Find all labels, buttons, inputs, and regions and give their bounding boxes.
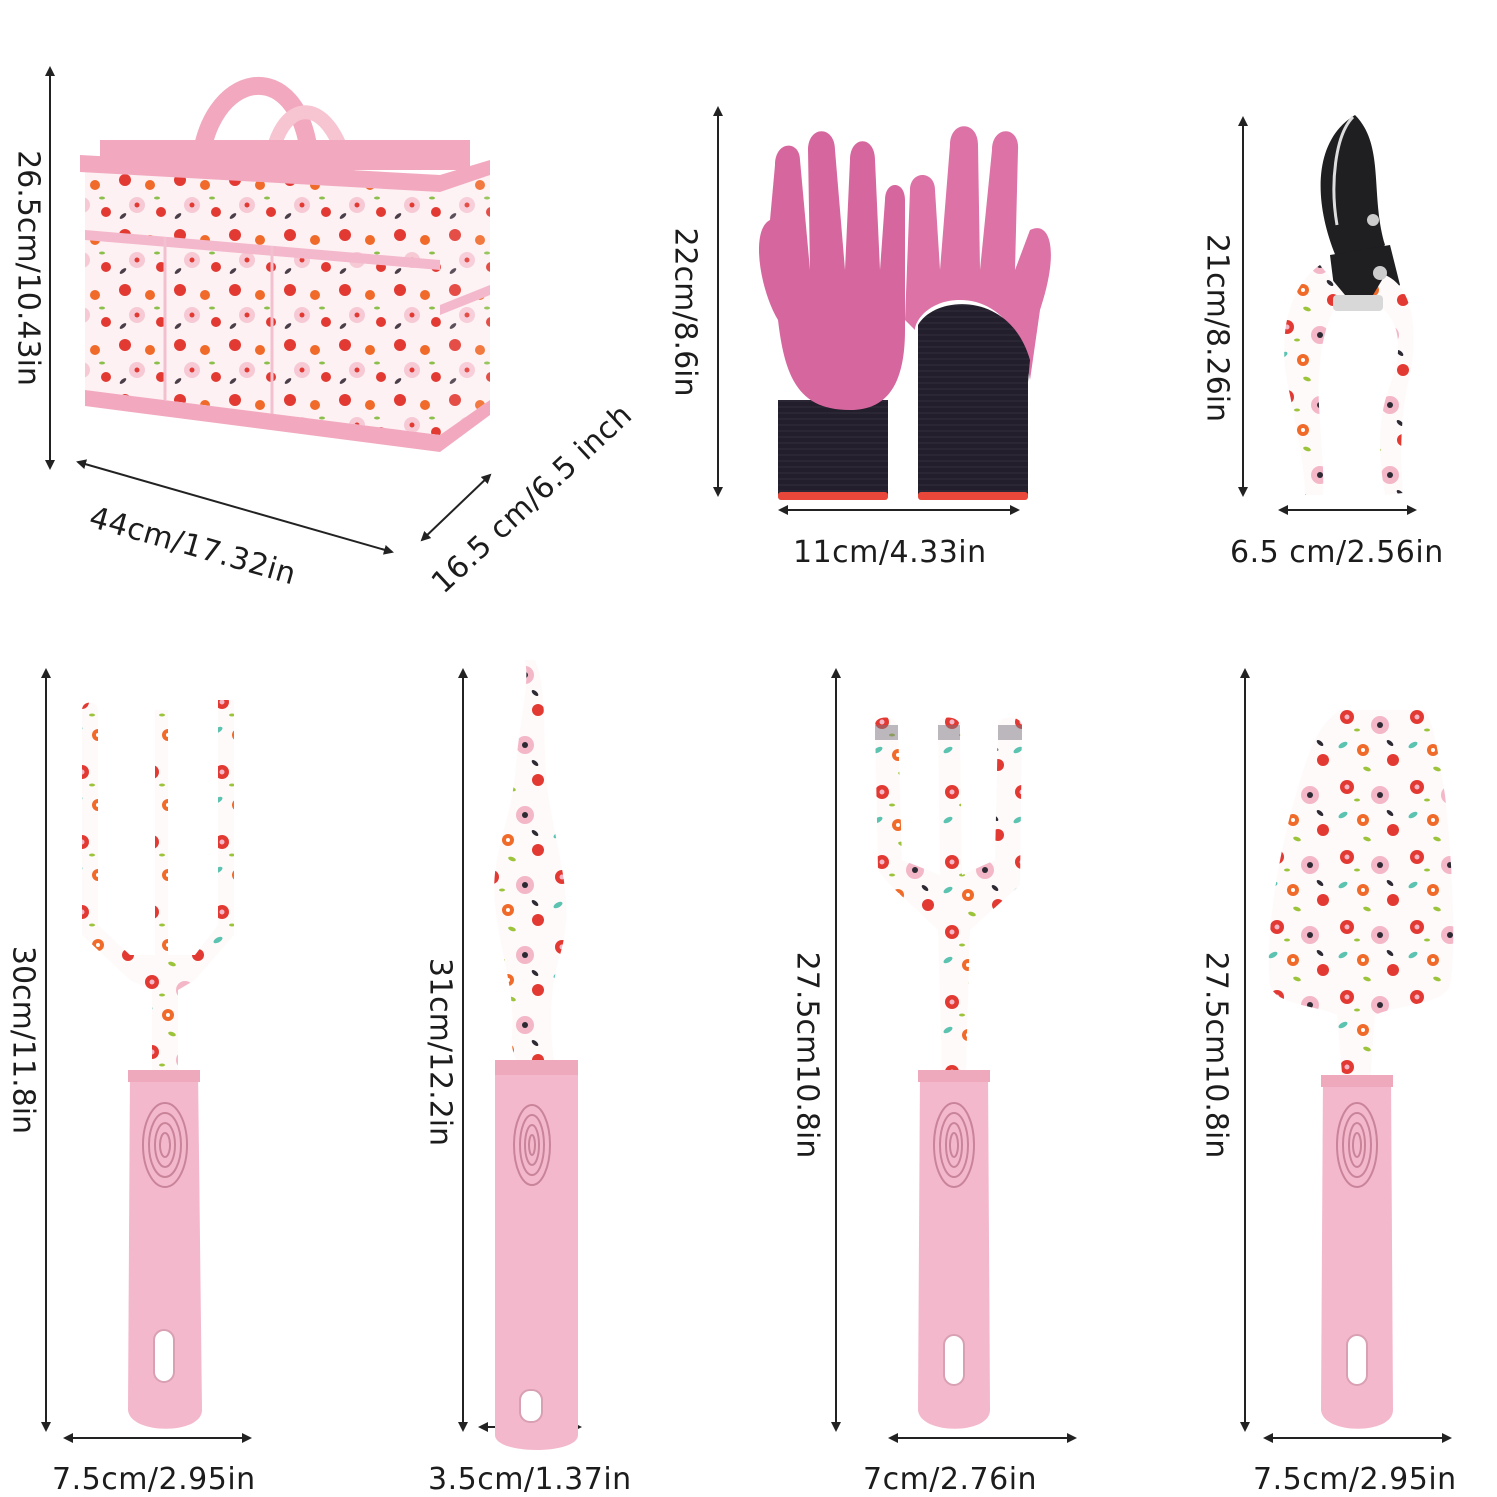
pruner-width-label: 6.5 cm/2.56in (1230, 535, 1444, 570)
pruner-height-label: 21cm/8.26in (1199, 233, 1235, 423)
rake-height-label: 27.5cm10.8in (789, 951, 825, 1159)
trowel-image (1268, 710, 1454, 1429)
cultivator-arrows (41, 668, 252, 1443)
tote-bag-panel: 26.5cm/10.43in 44cm/17.32in 16.5 cm/6.5 … (0, 0, 660, 601)
gloves-height-label: 22cm/8.6in (667, 227, 703, 397)
cultivator-width-label: 7.5cm/2.95in (52, 1462, 256, 1497)
weeder-image (494, 660, 578, 1450)
gloves-width-label: 11cm/4.33in (793, 535, 987, 570)
cultivator-panel: 30cm/11.8in 7.5cm/2.95in (0, 640, 400, 1497)
trowel-width-label: 7.5cm/2.95in (1253, 1462, 1457, 1497)
trowel-arrows (1240, 668, 1452, 1443)
trowel-panel: 27.5cm10.8in 7.5cm/2.95in (1170, 640, 1497, 1497)
gloves-panel: 22cm/8.6in 11cm/4.33in (660, 0, 1200, 600)
weeder-width-label: 3.5cm/1.37in (428, 1462, 632, 1497)
rake-width-label: 7cm/2.76in (863, 1462, 1038, 1497)
rake-panel: 27.5cm10.8in 7cm/2.76in (770, 640, 1170, 1497)
tote-bag-image (80, 76, 490, 452)
rake-arrows (831, 668, 1077, 1443)
trowel-height-label: 27.5cm10.8in (1198, 951, 1234, 1159)
weeder-panel: 31cm/12.2in 3.5cm/1.37in (400, 640, 770, 1497)
cultivator-image (82, 698, 234, 1429)
bag-height-label: 26.5cm/10.43in (10, 150, 46, 386)
gloves-image (758, 126, 1051, 500)
gloves-arrows (713, 106, 1020, 515)
pruner-panel: 21cm/8.26in 6.5 cm/2.56in (1200, 0, 1497, 600)
cultivator-height-label: 30cm/11.8in (5, 945, 41, 1135)
bag-height-arrow (45, 66, 492, 555)
pruner-image (1284, 115, 1414, 495)
weeder-height-label: 31cm/12.2in (422, 957, 458, 1147)
rake-image (875, 717, 1022, 1429)
pruner-arrows (1238, 116, 1417, 515)
